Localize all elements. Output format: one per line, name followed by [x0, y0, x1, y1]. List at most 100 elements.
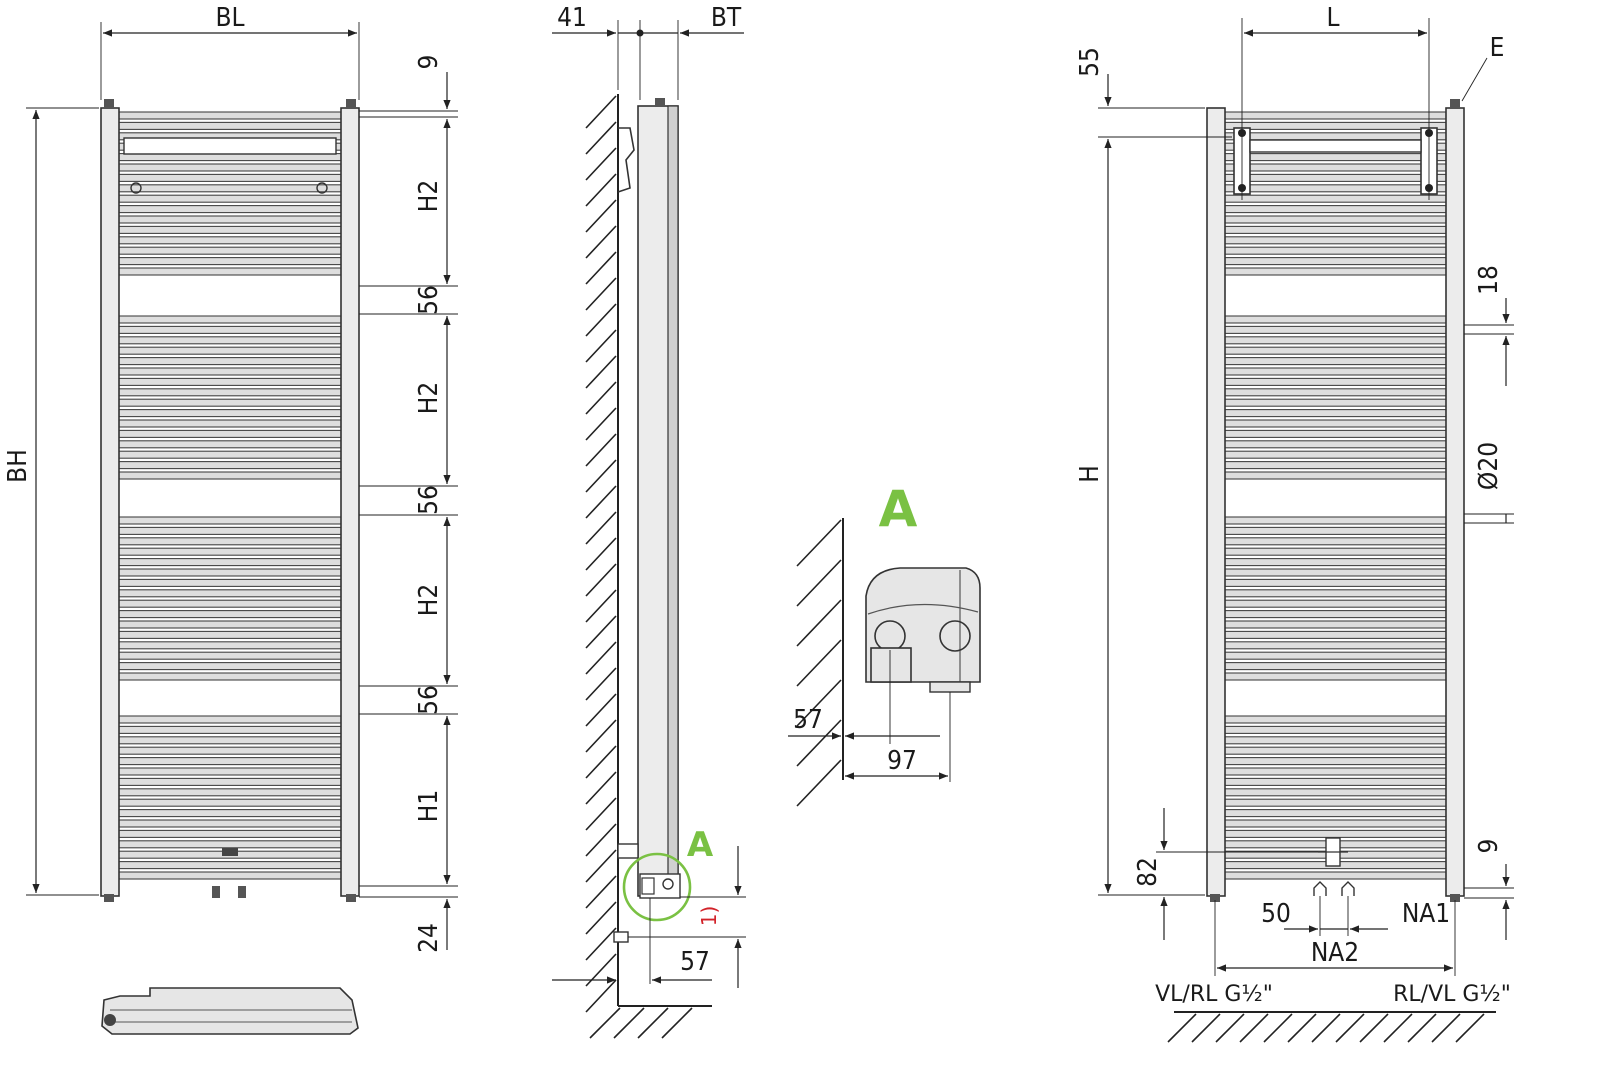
bar-tube [1224, 599, 1447, 608]
bar-tube [1224, 367, 1447, 376]
front-view-bars [118, 111, 342, 880]
h2-label-3: H2 [414, 584, 444, 616]
bar-tube [118, 715, 342, 724]
hatch-line [1191, 1013, 1221, 1043]
hatch-line [1431, 1013, 1461, 1043]
bar-tube [118, 163, 342, 172]
bar-tube [1224, 336, 1447, 345]
bar-tube [1224, 788, 1447, 797]
hatch-line [585, 719, 617, 753]
hatch-line [585, 745, 617, 779]
bar-tube [1224, 409, 1447, 418]
bar-tube [118, 809, 342, 818]
bar-tube [1224, 746, 1447, 755]
bar-tube [1224, 121, 1447, 130]
bar-tube [118, 357, 342, 366]
hatch-line [1383, 1013, 1413, 1043]
bl-label: BL [215, 3, 244, 33]
bar-tube [118, 651, 342, 660]
bottom-offset-label: 24 [414, 923, 444, 953]
bar-tube [1224, 388, 1447, 397]
hatch-line [1359, 1013, 1389, 1043]
hatch-line [585, 901, 617, 935]
hatch-line [1239, 1013, 1269, 1043]
wall-offset-label: 41 [557, 3, 587, 33]
bar-tube [118, 325, 342, 334]
hatch-line [585, 589, 617, 623]
bar-tube [118, 225, 342, 234]
side-radiator-inner [667, 105, 679, 897]
bar-tube [118, 558, 342, 567]
hatch-line [637, 1007, 669, 1039]
bar-tube [1224, 558, 1447, 567]
bar-tube [1224, 651, 1447, 660]
bh-label: BH [3, 449, 33, 483]
bar-tube [1224, 346, 1447, 355]
bar-tube [1224, 568, 1447, 577]
front-right-cap [346, 99, 356, 109]
side-valve-knob [662, 878, 674, 890]
bar-tube [118, 861, 342, 870]
bar-tube [1224, 809, 1447, 818]
bar-tube [1224, 357, 1447, 366]
bar-tube [118, 205, 342, 214]
hatch-line [585, 563, 617, 597]
hatch-line [585, 823, 617, 857]
hatch-line [585, 875, 617, 909]
bar-tube [118, 246, 342, 255]
bar-tube [1224, 429, 1447, 438]
front-left-rail [100, 107, 120, 897]
e-label: E [1490, 33, 1505, 63]
side-view: A 41 BT 57 1) [552, 3, 746, 1039]
top-view-outline [101, 987, 359, 1035]
hatch-line [585, 121, 617, 155]
bar-tube [1224, 630, 1447, 639]
hatch-line [796, 519, 842, 567]
bar-tube [118, 450, 342, 459]
hatch-line [1215, 1013, 1245, 1043]
bar-tube [118, 672, 342, 681]
front-chain-extensions [359, 110, 458, 898]
bar-tube [118, 388, 342, 397]
h2-label-1: H2 [414, 180, 444, 212]
hatch-line [1455, 1013, 1485, 1043]
bar-tube [1224, 315, 1447, 324]
na2-label: NA2 [1311, 938, 1359, 968]
rear-connector-na2 [1341, 881, 1355, 896]
hatch-line [585, 355, 617, 389]
bar-tube [1224, 215, 1447, 224]
detail-offset-label: 57 [793, 705, 823, 735]
bar-tube [118, 419, 342, 428]
hatch-line [796, 759, 842, 807]
rear-right-foot [1450, 894, 1460, 902]
hatch-line [796, 719, 842, 767]
bar-tube [118, 184, 342, 193]
hatch-line [585, 225, 617, 259]
bar-tube [1224, 641, 1447, 650]
bar-tube [1224, 610, 1447, 619]
bar-tube [1224, 547, 1447, 556]
h-label: H [1075, 465, 1105, 483]
bar-tube [118, 819, 342, 828]
bar-tube [1224, 471, 1447, 480]
depth-label: BT [711, 3, 742, 33]
bar-tube [118, 429, 342, 438]
bar-tube [1224, 440, 1447, 449]
hatch-line [1263, 1013, 1293, 1043]
spacing-50-label: 50 [1261, 899, 1291, 929]
bar-tube [1224, 205, 1447, 214]
bar-tube [118, 377, 342, 386]
bar-tube [1224, 450, 1447, 459]
detail-wall-hatch [796, 519, 842, 807]
bar-tube [1224, 715, 1447, 724]
rear-left-foot [1210, 894, 1220, 902]
hatch-line [585, 381, 617, 415]
hatch-line [1167, 1013, 1197, 1043]
bar-tube [1224, 871, 1447, 880]
l-label: L [1326, 3, 1339, 33]
bar-tube [118, 173, 342, 182]
bar-tube [1224, 578, 1447, 587]
side-wall-hatch [585, 95, 617, 1013]
bar-tube [1224, 419, 1447, 428]
hatch-line [585, 953, 617, 987]
